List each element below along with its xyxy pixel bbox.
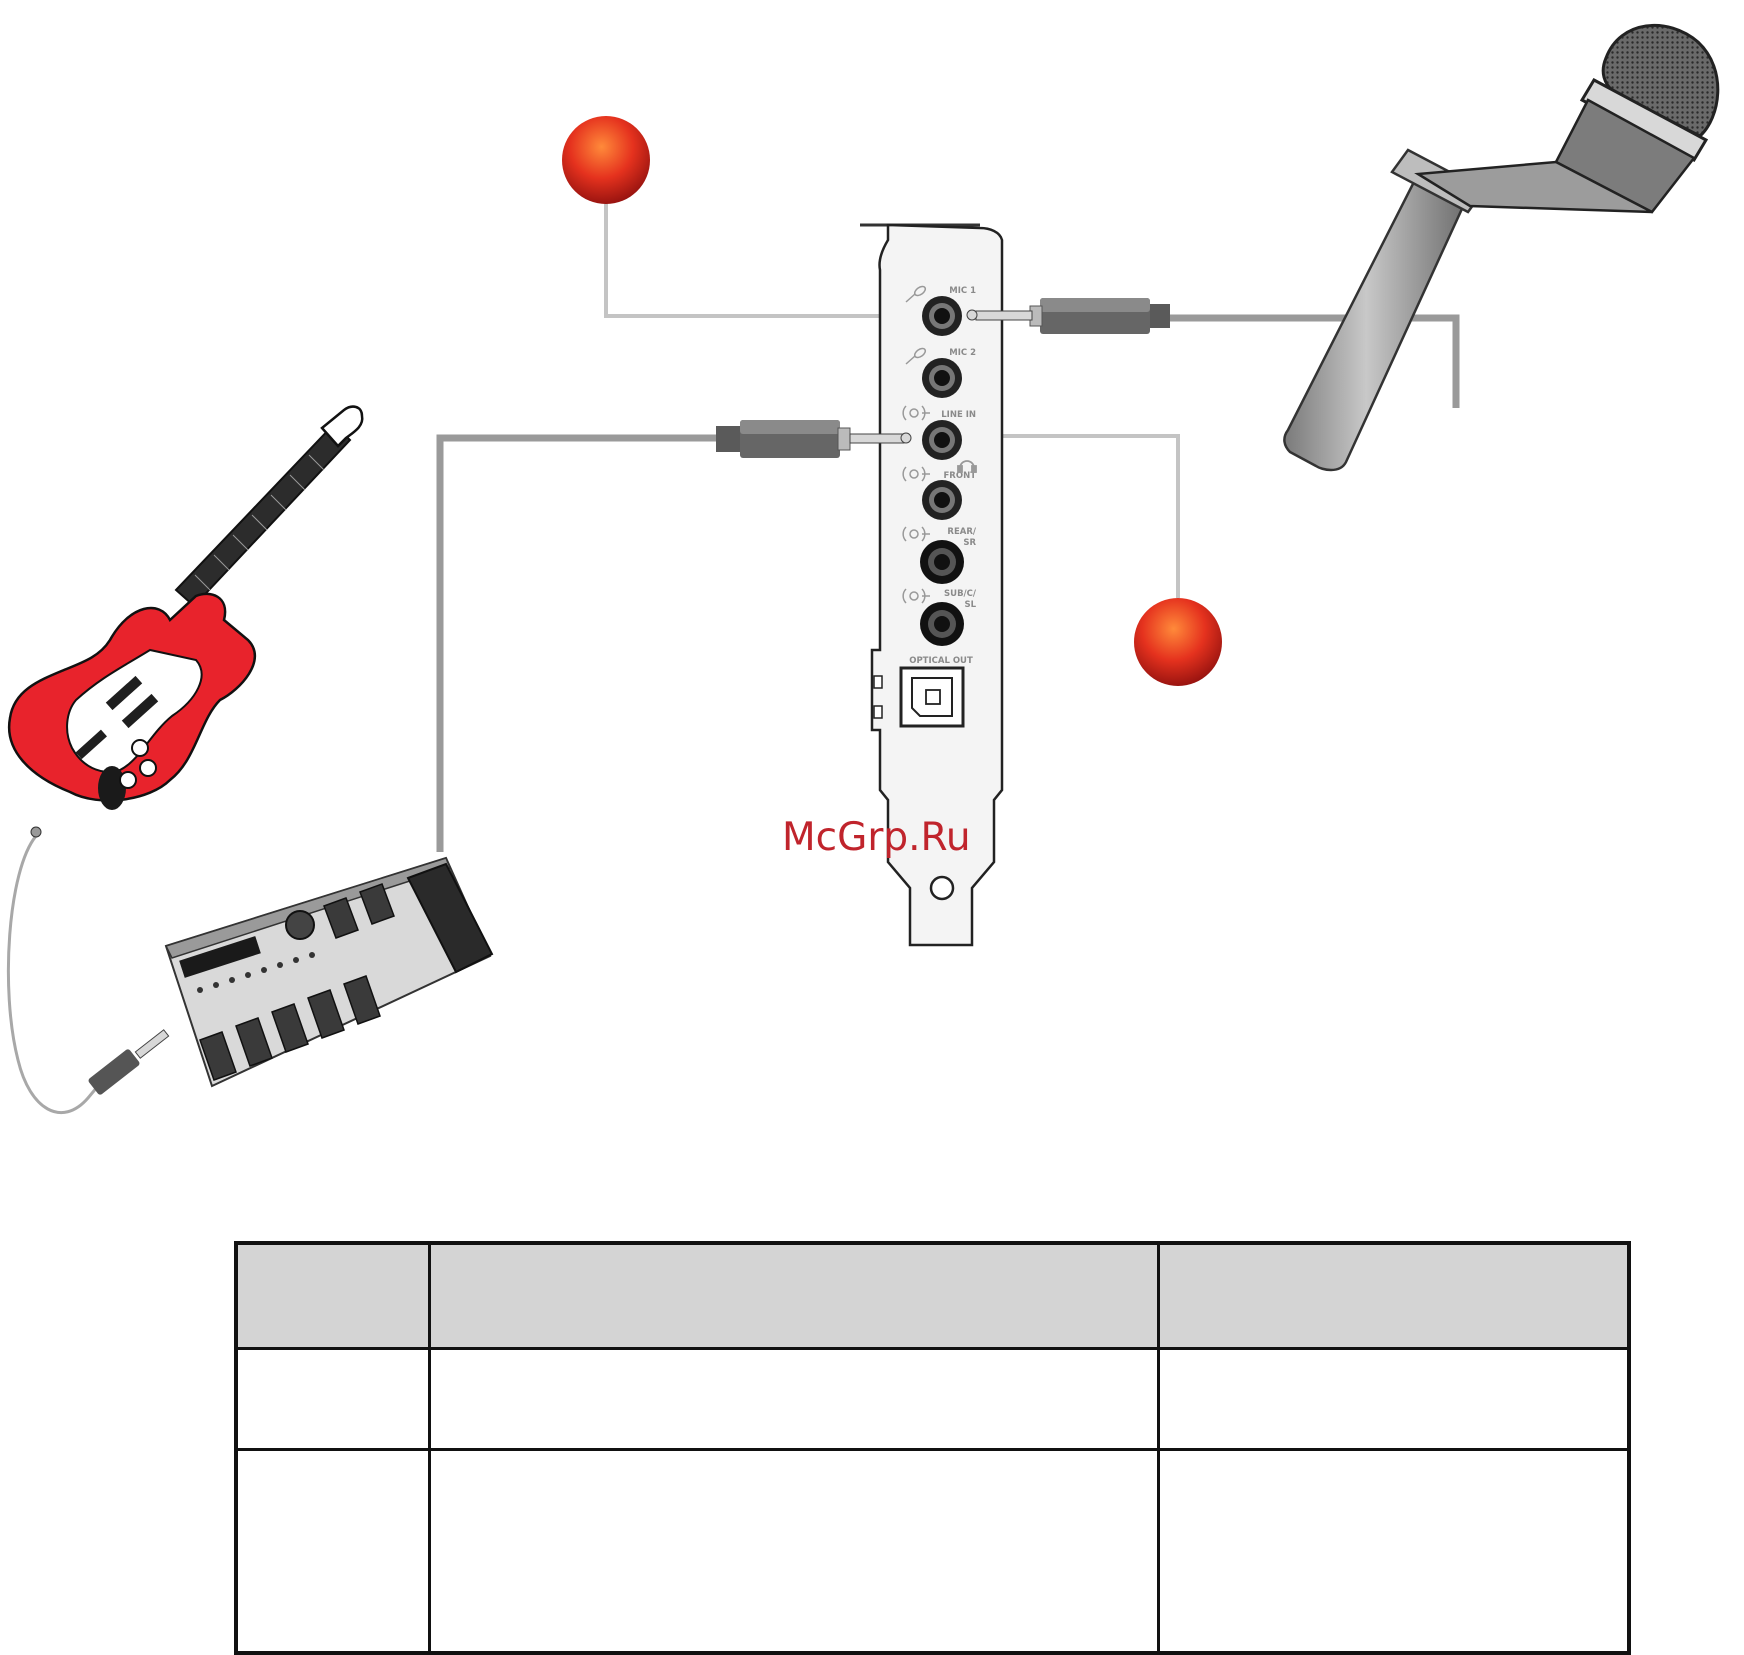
jack-label-sub-2: SL — [964, 600, 976, 610]
guitar-plug — [88, 1029, 170, 1095]
optical-out-label: OPTICAL OUT — [909, 656, 973, 666]
jack-rear[interactable] — [920, 540, 964, 584]
jack-mic2[interactable] — [922, 358, 962, 398]
jack-label-line-in: LINE IN — [941, 410, 976, 420]
jack-label-mic1: MIC 1 — [949, 286, 976, 296]
effects-pedal-icon — [164, 856, 494, 1088]
audio-jack-icon — [902, 405, 930, 604]
table-cell — [234, 1448, 431, 1655]
electric-guitar-icon — [7, 405, 364, 838]
table-header-cell — [234, 1241, 431, 1350]
table-row — [234, 1448, 1631, 1655]
jack-label-rear-1: REAR/ — [947, 527, 976, 537]
line-in-plug — [716, 420, 912, 458]
jack-front[interactable] — [922, 480, 962, 520]
connection-table — [234, 1241, 1631, 1655]
callout-line-mic1 — [604, 200, 906, 318]
jack-label-front: FRONT — [944, 471, 977, 481]
sound-card-bracket — [860, 223, 1004, 947]
jack-mic1[interactable] — [922, 296, 962, 336]
jack-line-in[interactable] — [922, 420, 962, 460]
table-header-cell — [428, 1241, 1160, 1350]
callout-marker-line-in — [1134, 598, 1222, 686]
table-cell — [234, 1347, 431, 1451]
table-cell — [428, 1448, 1160, 1655]
connection-diagram: MIC 1 MIC 2 LINE IN FRONT REAR/ SR SUB/C… — [6, 23, 1720, 1115]
table-cell — [428, 1347, 1160, 1451]
table-row — [234, 1347, 1631, 1451]
mic-plug — [966, 298, 1170, 334]
effects-pedal-cable — [436, 434, 718, 852]
jack-sub[interactable] — [920, 602, 964, 646]
callout-line-line-in — [966, 434, 1180, 598]
microphone-cable — [1160, 314, 1460, 408]
jack-label-sub-1: SUB/C/ — [944, 589, 977, 599]
guitar-cable — [6, 835, 110, 1115]
callout-marker-mic1 — [562, 116, 650, 204]
headphone-icon — [957, 460, 977, 473]
optical-out-port[interactable] — [899, 666, 965, 728]
jack-label-rear-2: SR — [963, 538, 976, 548]
table-cell — [1157, 1347, 1631, 1451]
microphone-icon — [1283, 23, 1720, 472]
table-header-row — [234, 1241, 1631, 1350]
jack-label-mic2: MIC 2 — [949, 348, 976, 358]
mic-icon — [905, 285, 927, 365]
watermark: McGrp.Ru — [782, 815, 971, 860]
table-header-cell — [1157, 1241, 1631, 1350]
table-cell — [1157, 1448, 1631, 1655]
